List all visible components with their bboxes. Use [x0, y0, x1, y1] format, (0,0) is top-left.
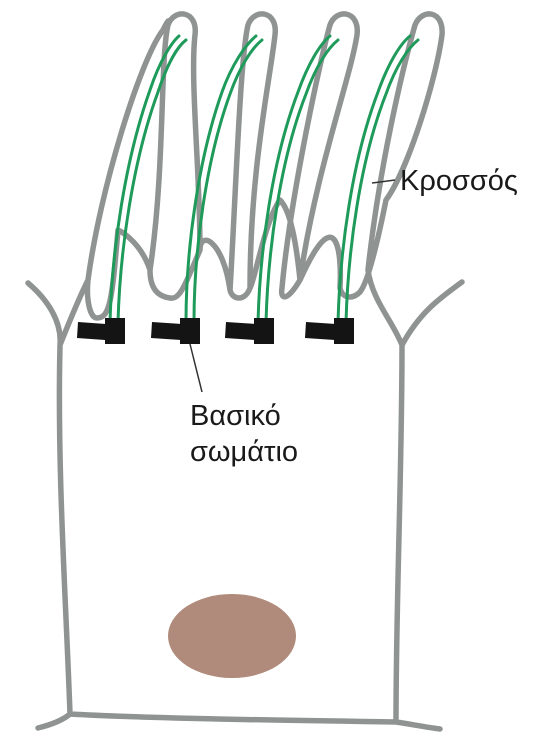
basal-body-label: Βασικό σωμάτιο — [190, 398, 298, 470]
basal-bodies — [77, 318, 354, 344]
basal-body-4 — [305, 318, 354, 344]
cilium-leader-line — [372, 180, 395, 183]
basal-body-1 — [77, 318, 125, 344]
basal-body-leader-line — [190, 344, 202, 392]
basal-body-label-line1: Βασικό — [190, 398, 298, 434]
basal-body-3 — [225, 318, 274, 344]
basal-body-label-line2: σωμάτιο — [190, 434, 298, 470]
nucleus — [168, 594, 296, 678]
cilium-label: Κροσσός — [400, 163, 518, 199]
basal-body-2 — [151, 318, 200, 344]
